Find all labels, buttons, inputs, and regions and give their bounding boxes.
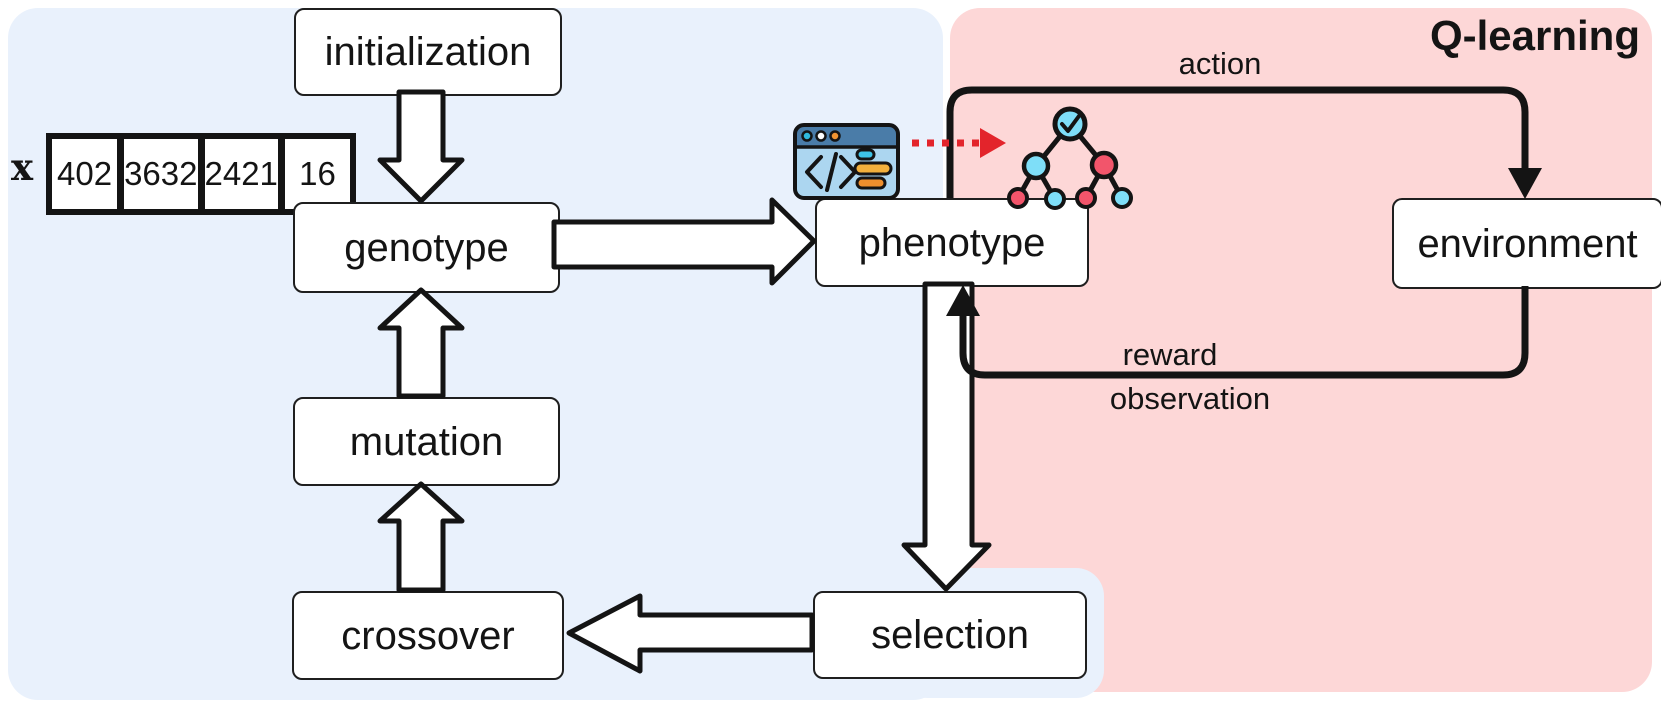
evolutionary-algorithm-region — [8, 8, 943, 700]
vector-cell: 16 — [284, 139, 350, 209]
genotype-vector: 402 3632 2421 16 — [46, 133, 356, 215]
node-initialization: initialization — [294, 8, 562, 96]
node-selection: selection — [813, 591, 1087, 679]
q-learning-region-title: Q-learning — [1429, 12, 1640, 59]
node-crossover: crossover — [292, 591, 564, 680]
node-mutation: mutation — [293, 397, 560, 486]
reward-edge-label: reward — [1122, 337, 1218, 372]
vector-x-label: x — [10, 145, 34, 189]
observation-edge-label: observation — [1109, 381, 1271, 416]
vector-cell: 3632 — [124, 139, 198, 209]
vector-cell: 402 — [52, 139, 118, 209]
vector-cell: 2421 — [204, 139, 278, 209]
node-genotype: genotype — [293, 202, 560, 293]
node-environment: environment — [1392, 198, 1661, 289]
node-phenotype: phenotype — [815, 198, 1089, 287]
action-edge-label: action — [1178, 46, 1262, 81]
